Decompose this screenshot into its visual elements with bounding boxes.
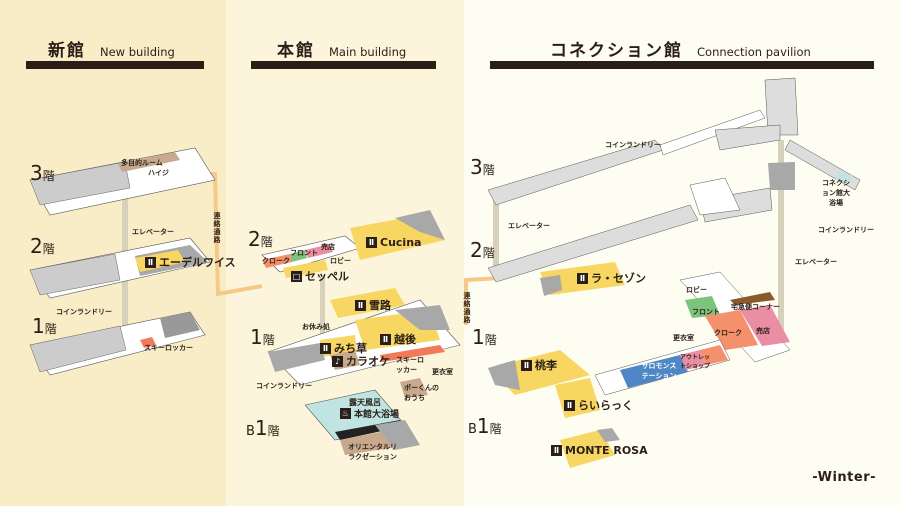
hot-spring-icon: ♨ [340,408,351,419]
main-lobby-label: ロビー [330,257,351,265]
restaurant-icon: Ⅱ [564,399,575,411]
connecting-corridor-main-conn [464,276,501,325]
new-floor-2-label: 2階 [30,234,55,258]
main-building-header-bar [251,61,436,69]
new-1f-floorplate [29,311,206,376]
shop-icon: □ [291,270,302,282]
main-building-title-en: Main building [329,45,407,59]
conn-3f-floorplate [487,77,861,206]
restaurant-icon: Ⅱ [366,237,377,248]
corridor-label-new: 連絡通路 [213,212,221,244]
conn-floor-1-label: 1階 [472,325,497,349]
conn-elevator-right-label: エレベーター [795,258,837,266]
connection-pavilion-header: コネクション館 Connection pavilion [550,36,811,61]
main-floor-2-label: 2階 [248,227,273,251]
open-air-bath-label: 露天風呂 [349,398,381,407]
seppel-shop[interactable]: □セッペル [291,270,349,283]
restaurant-icon: Ⅱ [551,445,562,456]
restaurant-icon: Ⅱ [145,256,156,268]
multipurpose-room-label: 多目的ルーム [121,159,163,167]
conn-shop-label: 売店 [756,327,770,335]
heiji-label: ハイジ [148,169,169,177]
connection-pavilion-title-jp: コネクション館 [550,41,683,61]
new-coin-laundry-label: コインランドリー [56,308,112,316]
new-building-title-jp: 新館 [48,41,86,61]
karaoke-icon: ♪ [332,355,343,367]
new-2f-floorplate [29,237,211,299]
rest-area-label: お休み処 [302,323,330,331]
main-large-bath[interactable]: ♨本館大浴場 [340,408,400,420]
main-2f-floorplate [261,210,445,278]
conn-front-label: フロント [692,308,720,316]
main-building-title-jp: 本館 [277,41,315,61]
corridor-label-main: 連絡通路 [463,292,471,324]
connection-pavilion-title-en: Connection pavilion [697,45,811,59]
main-floor-b1-label: B1階 [246,416,280,440]
restaurant-icon: Ⅱ [355,299,366,311]
main-cloak-label: クローク [262,257,290,265]
karaoke[interactable]: ♪カラオケ [332,353,390,369]
main-coin-laundry-label: コインランドリー [256,382,312,390]
pokun-house-label: ポーくんのおうち [404,384,439,402]
conn-large-bath-label: コネクション館大浴場 [822,179,850,207]
main-shop-label: 売店 [321,243,335,251]
oriental-relaxation-label: オリエンタルリラクゼーション [348,443,397,461]
new-floor-1-label: 1階 [32,314,57,338]
main-building-header: 本館 Main building [277,36,406,61]
conn-coin-laundry-3f-label: コインランドリー [605,141,661,149]
main-front-label: フロント [290,249,318,257]
conn-b1-floorplate [560,428,620,468]
new-elevator-label: エレベーター [132,228,174,236]
main-ski-locker-label: スキーロッカー [396,356,424,374]
new-building-header: 新館 New building [48,36,175,61]
takkyubin-corner-label: 宅急便コーナー [731,303,780,311]
new-building-header-bar [26,61,204,69]
new-floor-3-label: 3階 [30,161,55,185]
elevator-shaft-conn-right [778,140,784,330]
restaurant-icon: Ⅱ [320,342,331,354]
main-floor-1-label: 1階 [250,325,275,349]
elevator-shaft-conn-left [493,190,499,270]
restaurant-icon: Ⅱ [521,359,532,371]
main-changing-room-label: 更衣室 [432,368,453,376]
restaurant-icon: Ⅱ [380,333,391,345]
conn-lobby-label: ロビー [686,286,707,294]
conn-changing-room-label: 更衣室 [673,334,694,342]
conn-floor-2-label: 2階 [470,238,495,262]
conn-cloak-label: クローク [714,329,742,337]
elevator-shaft-main [320,275,325,375]
conn-elevator-left-label: エレベーター [508,222,550,230]
conn-1f-floorplate [488,271,791,418]
salomon-station-label: サロモンステーション [641,362,677,380]
restaurant-icon: Ⅱ [577,272,588,284]
conn-floor-3-label: 3階 [470,155,495,179]
conn-coin-laundry-2f-label: コインランドリー [818,226,874,234]
conn-2f-floorplate [487,162,795,296]
new-ski-locker-label: スキーロッカー [144,344,193,352]
connection-pavilion-header-bar [490,61,874,69]
conn-floor-b1-label: B1階 [468,414,502,438]
outlet-shop-label: アウトレットショップ [680,354,711,370]
season-label: -Winter- [812,470,876,485]
main-b1-floorplate [304,389,420,455]
new-3f-floorplate [29,147,216,216]
new-building-title-en: New building [100,45,175,59]
